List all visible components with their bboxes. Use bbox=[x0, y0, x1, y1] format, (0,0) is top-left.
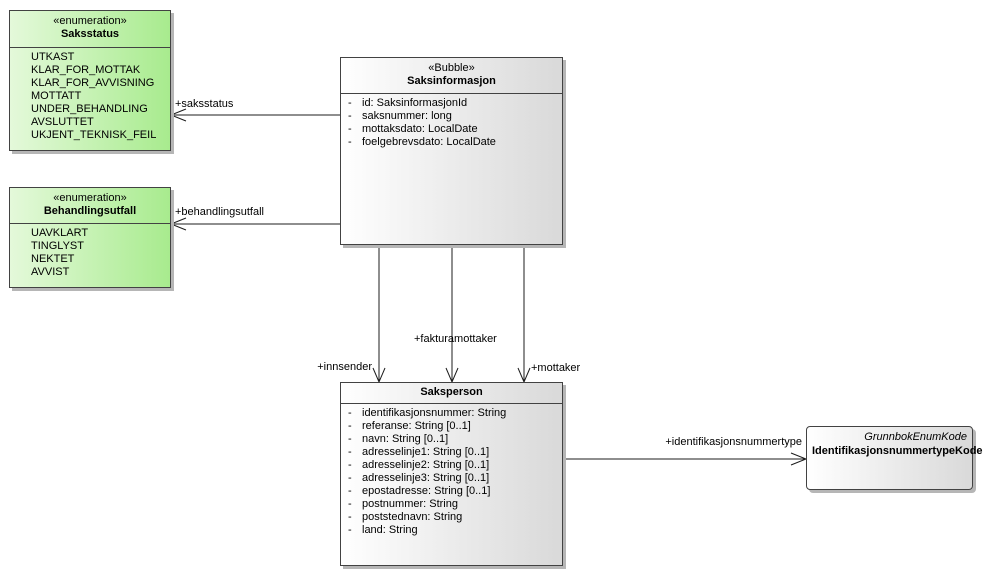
attribute-row: - referanse: String [0..1] bbox=[341, 420, 562, 433]
edge-label-saksstatus: +saksstatus bbox=[175, 98, 234, 110]
attribute-text: foelgebrevsdato: LocalDate bbox=[362, 136, 496, 148]
enum-name: Behandlingsutfall bbox=[43, 205, 137, 217]
connector-saksstatus bbox=[169, 108, 340, 122]
class-name: Saksinformasjon bbox=[407, 75, 496, 87]
stereotype-label: «enumeration» bbox=[53, 192, 127, 204]
edge-label-innsender: +innsender bbox=[317, 361, 372, 373]
enum-literal: MOTTATT bbox=[31, 90, 82, 102]
enum-literal: UAVKLART bbox=[31, 227, 89, 239]
attribute-text: navn: String [0..1] bbox=[362, 433, 449, 445]
connector-mottaker bbox=[517, 246, 531, 384]
connector-innsender bbox=[372, 246, 386, 384]
visibility-marker: - bbox=[348, 446, 352, 458]
attribute-text: epostadresse: String [0..1] bbox=[362, 485, 491, 497]
class-saksperson-header: Saksperson bbox=[341, 383, 562, 404]
datatype-type-label: GrunnbokEnumKode bbox=[864, 431, 967, 443]
visibility-marker: - bbox=[348, 407, 352, 419]
connector-behandlingsutfall bbox=[169, 217, 340, 231]
attribute-row: - adresselinje1: String [0..1] bbox=[341, 446, 562, 459]
enum-name: Saksstatus bbox=[60, 28, 120, 40]
class-saksperson-attributes: - identifikasjonsnummer: String - refera… bbox=[341, 404, 562, 565]
visibility-marker: - bbox=[348, 472, 352, 484]
visibility-marker: - bbox=[348, 524, 352, 536]
enum-literal: TINGLYST bbox=[31, 240, 84, 252]
attribute-row: - navn: String [0..1] bbox=[341, 433, 562, 446]
attribute-row: - foelgebrevsdato: LocalDate bbox=[341, 136, 562, 149]
visibility-marker: - bbox=[348, 433, 352, 445]
visibility-marker: - bbox=[348, 136, 352, 148]
enum-literal: NEKTET bbox=[31, 253, 75, 265]
attribute-row: - poststednavn: String bbox=[341, 511, 562, 524]
attribute-row: - postnummer: String bbox=[341, 498, 562, 511]
attribute-text: id: SaksinformasjonId bbox=[362, 97, 468, 109]
attribute-row: - epostadresse: String [0..1] bbox=[341, 485, 562, 498]
enum-literal: KLAR_FOR_MOTTAK bbox=[31, 64, 141, 76]
enum-node-behandlingsutfall: «enumeration» Behandlingsutfall UAVKLART… bbox=[9, 187, 171, 288]
visibility-marker: - bbox=[348, 123, 352, 135]
enum-saksstatus-literals: UTKAST KLAR_FOR_MOTTAK KLAR_FOR_AVVISNIN… bbox=[10, 48, 170, 150]
visibility-marker: - bbox=[348, 511, 352, 523]
visibility-marker: - bbox=[348, 498, 352, 510]
stereotype-label: «Bubble» bbox=[428, 62, 475, 74]
attribute-row: - adresselinje2: String [0..1] bbox=[341, 459, 562, 472]
attribute-text: postnummer: String bbox=[362, 498, 458, 510]
attribute-text: adresselinje1: String [0..1] bbox=[362, 446, 490, 458]
attribute-text: adresselinje2: String [0..1] bbox=[362, 459, 490, 471]
class-node-saksinformasjon: «Bubble» Saksinformasjon - id: Saksinfor… bbox=[340, 57, 563, 245]
attribute-text: adresselinje3: String [0..1] bbox=[362, 472, 490, 484]
edge-label-fakturamottaker: +fakturamottaker bbox=[414, 333, 497, 345]
enum-literal: AVSLUTTET bbox=[31, 116, 94, 128]
enum-literal: AVVIST bbox=[31, 266, 70, 278]
attribute-text: saksnummer: long bbox=[362, 110, 452, 122]
enum-saksstatus-header: «enumeration» Saksstatus bbox=[10, 11, 170, 48]
connector-identifikasjonsnummertype bbox=[563, 452, 808, 466]
enum-literal: UNDER_BEHANDLING bbox=[31, 103, 148, 115]
edge-label-behandlingsutfall: +behandlingsutfall bbox=[175, 206, 264, 218]
class-node-saksperson: Saksperson - identifikasjonsnummer: Stri… bbox=[340, 382, 563, 566]
visibility-marker: - bbox=[348, 485, 352, 497]
visibility-marker: - bbox=[348, 110, 352, 122]
class-saksinformasjon-attributes: - id: SaksinformasjonId - saksnummer: lo… bbox=[341, 94, 562, 244]
datatype-node-identifikasjonsnummertypekode: GrunnbokEnumKode Identifikasjonsnummerty… bbox=[806, 426, 983, 490]
class-name: Saksperson bbox=[420, 386, 483, 398]
attribute-text: poststednavn: String bbox=[362, 511, 463, 523]
edge-label-identifikasjonsnummertype: +identifikasjonsnummertype bbox=[665, 436, 802, 448]
visibility-marker: - bbox=[348, 97, 352, 109]
connector-fakturamottaker bbox=[445, 246, 459, 384]
attribute-row: - identifikasjonsnummer: String bbox=[341, 407, 562, 420]
attribute-text: land: String bbox=[362, 524, 418, 536]
stereotype-label: «enumeration» bbox=[53, 15, 127, 27]
datatype-name: IdentifikasjonsnummertypeKode bbox=[812, 445, 983, 457]
enum-literal: UKJENT_TEKNISK_FEIL bbox=[31, 129, 157, 141]
attribute-row: - adresselinje3: String [0..1] bbox=[341, 472, 562, 485]
attribute-text: mottaksdato: LocalDate bbox=[362, 123, 478, 135]
enum-behandlingsutfall-literals: UAVKLART TINGLYST NEKTET AVVIST bbox=[10, 224, 170, 287]
edge-label-mottaker: +mottaker bbox=[531, 362, 581, 374]
attribute-text: identifikasjonsnummer: String bbox=[362, 407, 507, 419]
attribute-row: - saksnummer: long bbox=[341, 110, 562, 123]
enum-literal: UTKAST bbox=[31, 51, 75, 63]
visibility-marker: - bbox=[348, 420, 352, 432]
enum-literal: KLAR_FOR_AVVISNING bbox=[31, 77, 155, 89]
enum-node-saksstatus: «enumeration» Saksstatus UTKAST KLAR_FOR… bbox=[9, 10, 171, 151]
attribute-row: - id: SaksinformasjonId bbox=[341, 97, 562, 110]
class-saksinformasjon-header: «Bubble» Saksinformasjon bbox=[341, 58, 562, 94]
attribute-row: - mottaksdato: LocalDate bbox=[341, 123, 562, 136]
attribute-row: - land: String bbox=[341, 524, 562, 537]
visibility-marker: - bbox=[348, 459, 352, 471]
enum-behandlingsutfall-header: «enumeration» Behandlingsutfall bbox=[10, 188, 170, 224]
attribute-text: referanse: String [0..1] bbox=[362, 420, 471, 432]
